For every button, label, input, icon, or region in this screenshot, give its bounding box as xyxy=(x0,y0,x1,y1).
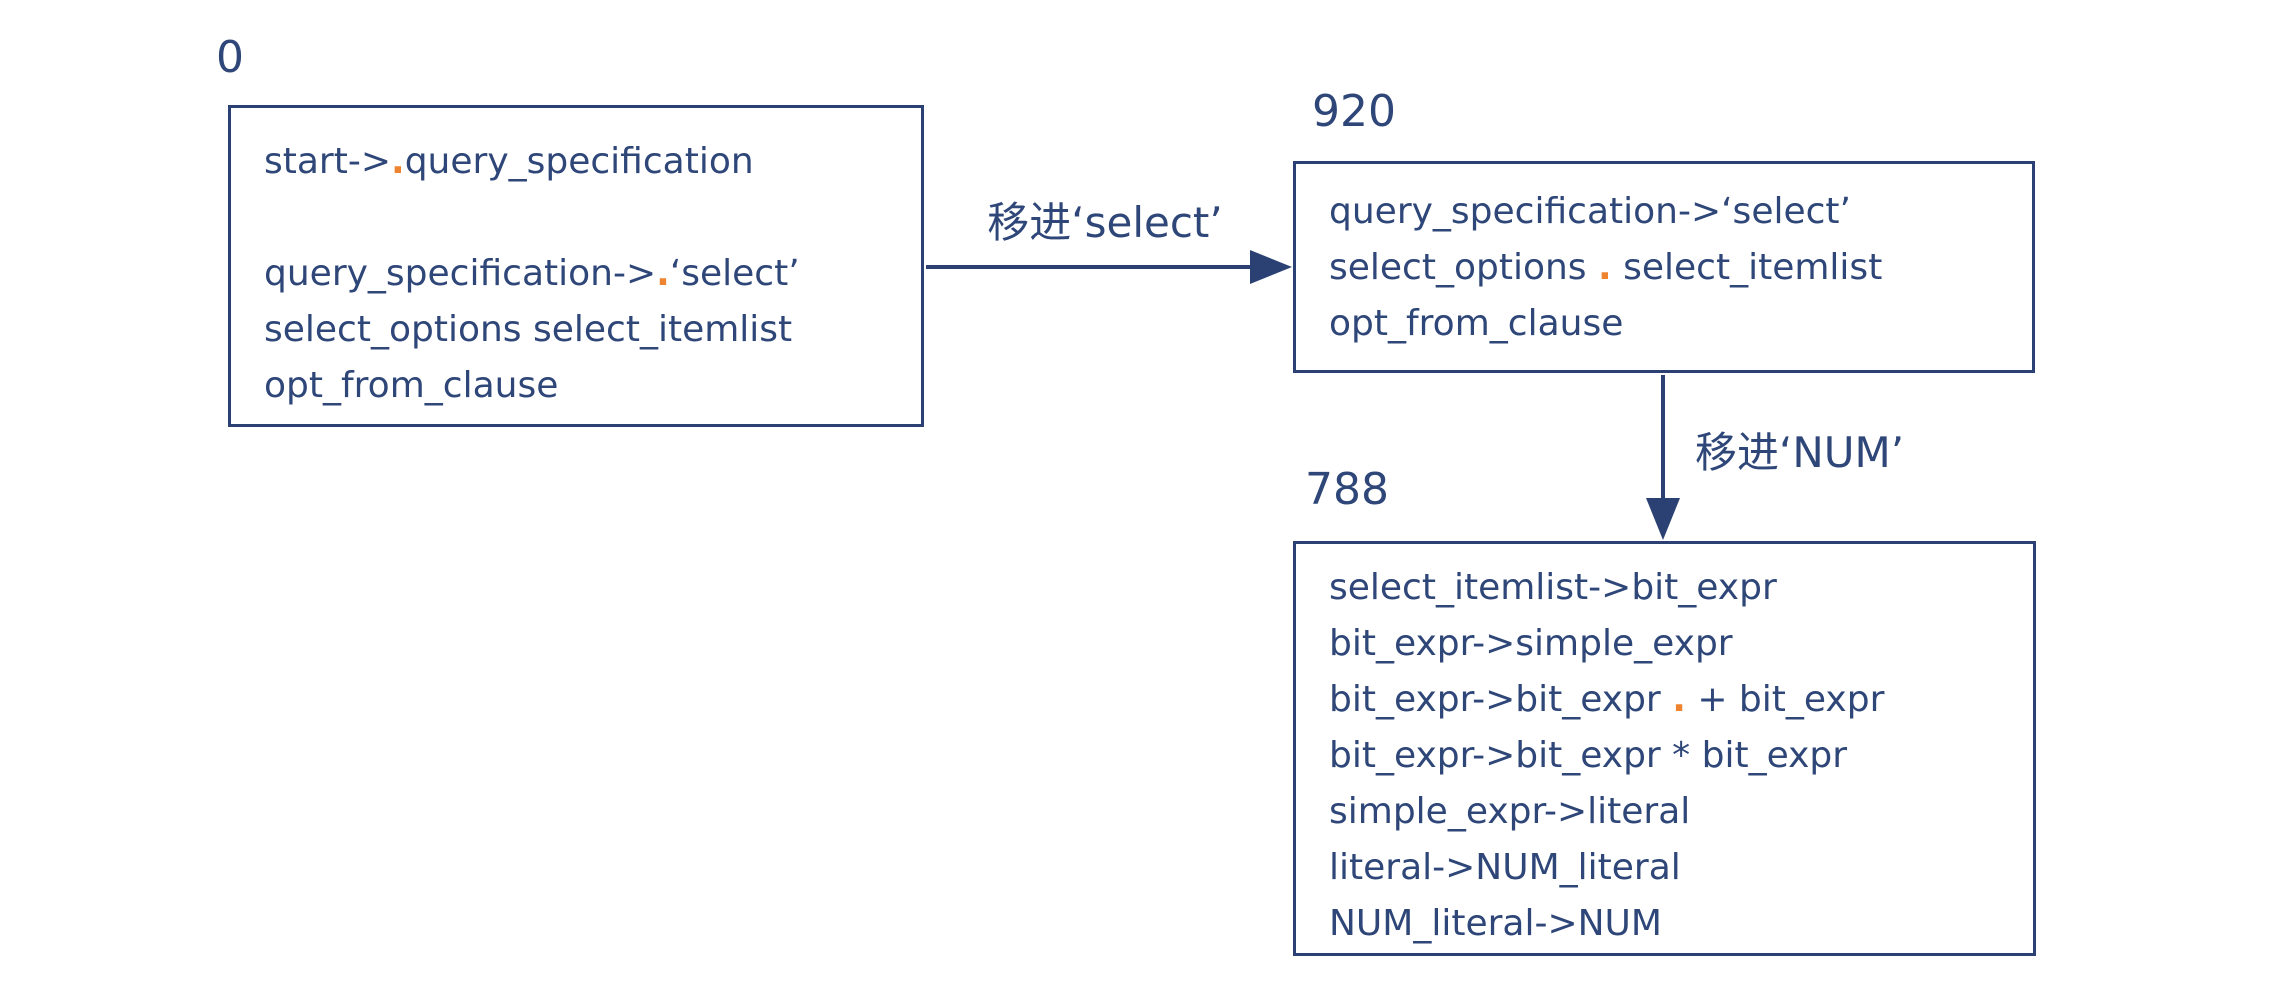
parse-dot-marker: . xyxy=(391,141,405,182)
production-text: query_specification-> xyxy=(264,253,657,294)
production-text: bit_expr->simple_expr xyxy=(1329,623,1733,664)
production-text: select_itemlist->bit_expr xyxy=(1329,567,1777,608)
state-0-box: start->.query_specification query_specif… xyxy=(228,105,924,427)
production-text: simple_expr->literal xyxy=(1329,791,1691,832)
production-text: bit_expr->bit_expr * bit_expr xyxy=(1329,735,1848,776)
arrowhead-shift-num xyxy=(1646,498,1680,540)
production-item: query_specification->‘select’ xyxy=(1296,184,2032,240)
production-text: opt_from_clause xyxy=(264,365,559,406)
blank-line xyxy=(231,190,921,246)
state-920-items: query_specification->‘select’ select_opt… xyxy=(1296,164,2032,370)
state-0-items: start->.query_specification query_specif… xyxy=(231,108,921,424)
arrowhead-shift-select xyxy=(1250,250,1292,284)
production-item: simple_expr->literal xyxy=(1296,784,2033,840)
production-item: start->.query_specification xyxy=(231,134,921,190)
state-788-label: 788 xyxy=(1305,464,1389,515)
production-text: + bit_expr xyxy=(1685,679,1885,720)
production-item: bit_expr->bit_expr * bit_expr xyxy=(1296,728,2033,784)
state-920-label: 920 xyxy=(1312,86,1396,137)
production-item: opt_from_clause xyxy=(231,358,921,414)
transition-label-shift-select: 移进‘select’ xyxy=(987,198,1223,247)
production-text: query_specification->‘select’ xyxy=(1329,191,1851,232)
production-text: ‘select’ xyxy=(669,253,800,294)
production-text: bit_expr->bit_expr xyxy=(1329,679,1673,720)
production-item: NUM_literal->NUM xyxy=(1296,896,2033,952)
state-920-box: query_specification->‘select’ select_opt… xyxy=(1293,161,2035,373)
state-0-label: 0 xyxy=(216,32,244,83)
production-item: select_itemlist->bit_expr xyxy=(1296,560,2033,616)
parse-dot-marker: . xyxy=(1672,679,1686,720)
production-item: bit_expr->bit_expr . + bit_expr xyxy=(1296,672,2033,728)
production-text: query_specification xyxy=(404,141,754,182)
production-text: select_options xyxy=(1329,247,1598,288)
production-text: start-> xyxy=(264,141,392,182)
parse-dot-marker: . xyxy=(656,253,670,294)
state-788-items: select_itemlist->bit_expr bit_expr->simp… xyxy=(1296,544,2033,953)
production-item: literal->NUM_literal xyxy=(1296,840,2033,896)
production-item: select_options . select_itemlist xyxy=(1296,240,2032,296)
production-text: opt_from_clause xyxy=(1329,303,1624,344)
production-text: literal->NUM_literal xyxy=(1329,847,1681,888)
parse-dot-marker: . xyxy=(1598,247,1612,288)
production-text: select_itemlist xyxy=(1611,247,1883,288)
production-item: opt_from_clause xyxy=(1296,296,2032,352)
production-item: query_specification->.‘select’ xyxy=(231,246,921,302)
production-text: NUM_literal->NUM xyxy=(1329,903,1662,944)
state-788-box: select_itemlist->bit_expr bit_expr->simp… xyxy=(1293,541,2036,956)
production-item: select_options select_itemlist xyxy=(231,302,921,358)
production-text: select_options select_itemlist xyxy=(264,309,793,350)
transition-label-shift-num: 移进‘NUM’ xyxy=(1695,428,1905,477)
production-item: bit_expr->simple_expr xyxy=(1296,616,2033,672)
